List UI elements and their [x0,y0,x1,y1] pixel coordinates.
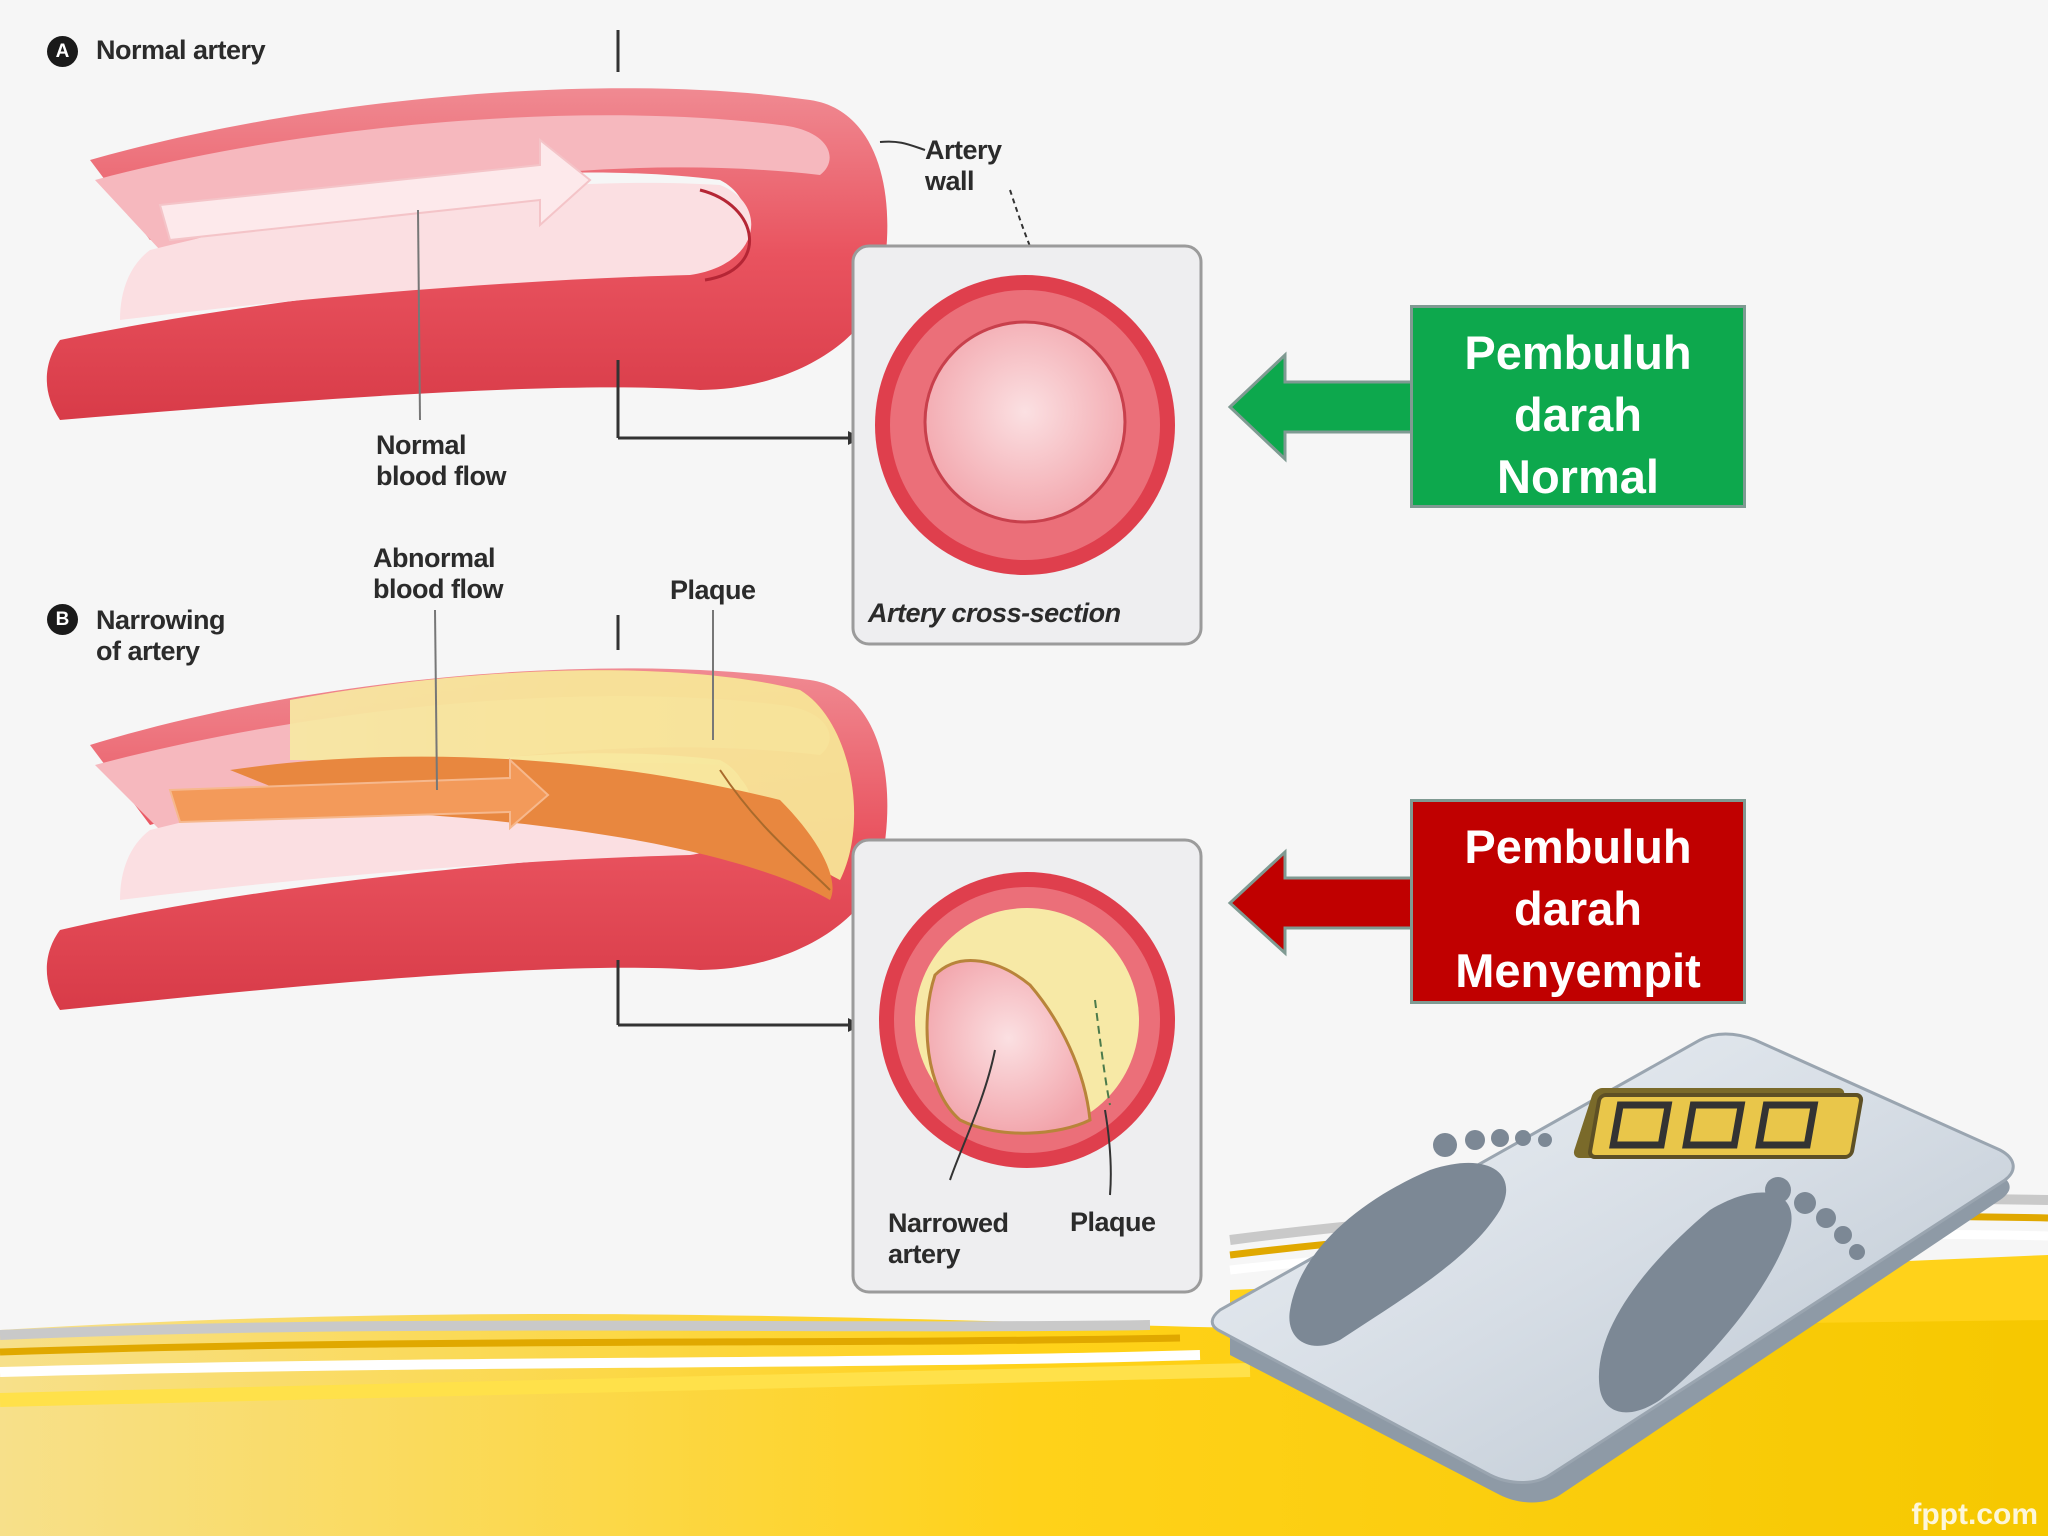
plaque-bottom-label: Plaque [1070,1207,1156,1237]
artery-wall-label: Artery wall [925,135,1002,197]
normal-flow-label-line2: blood flow [376,461,506,491]
normal-callout-line1: Pembuluh [1464,326,1692,379]
narrowed-artery-label-line2: artery [888,1239,961,1269]
narrow-arrow-icon [1227,848,1414,957]
panel-b-title-line2: of artery [96,636,200,666]
panel-a-title: Normal artery [96,35,266,65]
abnormal-flow-label: Abnormal blood flow [373,543,503,605]
plaque-top-label: Plaque [670,575,756,605]
narrow-callout: Pembuluh darah Menyempit [1410,799,1746,1004]
panel-b-badge: B [47,604,78,635]
panel-b-title: Narrowing of artery [96,605,226,667]
abnormal-flow-label-line1: Abnormal [373,543,496,573]
cross-section-label: Artery cross-section [868,598,1121,628]
normal-artery-illustration [46,30,1203,646]
narrowed-artery-illustration [46,609,1203,1294]
weighing-scale-icon [1210,1032,2015,1503]
normal-flow-label: Normal blood flow [376,430,506,492]
abnormal-flow-label-line2: blood flow [373,574,503,604]
narrow-callout-line2: darah [1514,882,1642,935]
normal-flow-label-line1: Normal [376,430,467,460]
artery-wall-label-line1: Artery [925,135,1002,165]
narrowed-artery-label-line1: Narrowed [888,1208,1009,1238]
panel-b-title-line1: Narrowing [96,605,226,635]
panel-a-badge: A [47,36,78,67]
normal-callout-line2: darah [1514,388,1642,441]
watermark: fppt.com [1911,1498,2038,1531]
narrowed-artery-label: Narrowed artery [888,1208,1009,1270]
normal-arrow-icon [1227,351,1414,463]
narrow-callout-line3: Menyempit [1455,944,1701,997]
narrow-callout-line1: Pembuluh [1464,820,1692,873]
normal-callout-line3: Normal [1497,450,1659,503]
artery-wall-label-line2: wall [925,166,975,196]
normal-callout: Pembuluh darah Normal [1410,305,1746,508]
